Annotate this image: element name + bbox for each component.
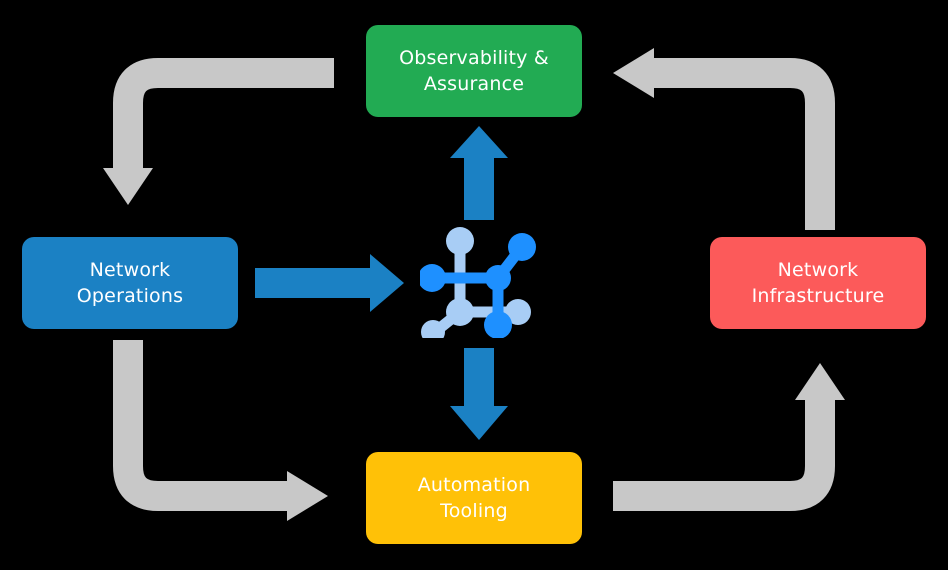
node-automation-label: Automation Tooling — [417, 473, 531, 522]
gray-arrow-automation-to-infrastructure-group — [613, 363, 845, 511]
node-operations-label: Network Operations — [76, 258, 184, 307]
node-automation-tooling[interactable]: Automation Tooling — [366, 452, 582, 544]
gray-arrow-infrastructure-to-observability-group — [613, 48, 835, 230]
node-network-operations[interactable]: Network Operations — [22, 237, 238, 329]
node-network-infrastructure[interactable]: Network Infrastructure — [710, 237, 926, 329]
gray-arrow-observability-to-operations-group — [103, 58, 334, 205]
node-observability-label: Observability & Assurance — [399, 46, 549, 95]
gray-arrow-operations-to-automation-group — [113, 340, 328, 521]
node-infrastructure-label: Network Infrastructure — [751, 258, 885, 307]
topology-primary-nodes — [420, 233, 536, 338]
blue-arrow-operations-to-center-group — [255, 254, 404, 312]
node-observability-assurance[interactable]: Observability & Assurance — [366, 25, 582, 117]
topology-light-nodes — [421, 227, 531, 338]
blue-arrow-center-to-observability-group — [450, 126, 508, 220]
network-topology-icon — [420, 227, 536, 338]
blue-arrow-center-to-automation-group — [450, 348, 508, 440]
